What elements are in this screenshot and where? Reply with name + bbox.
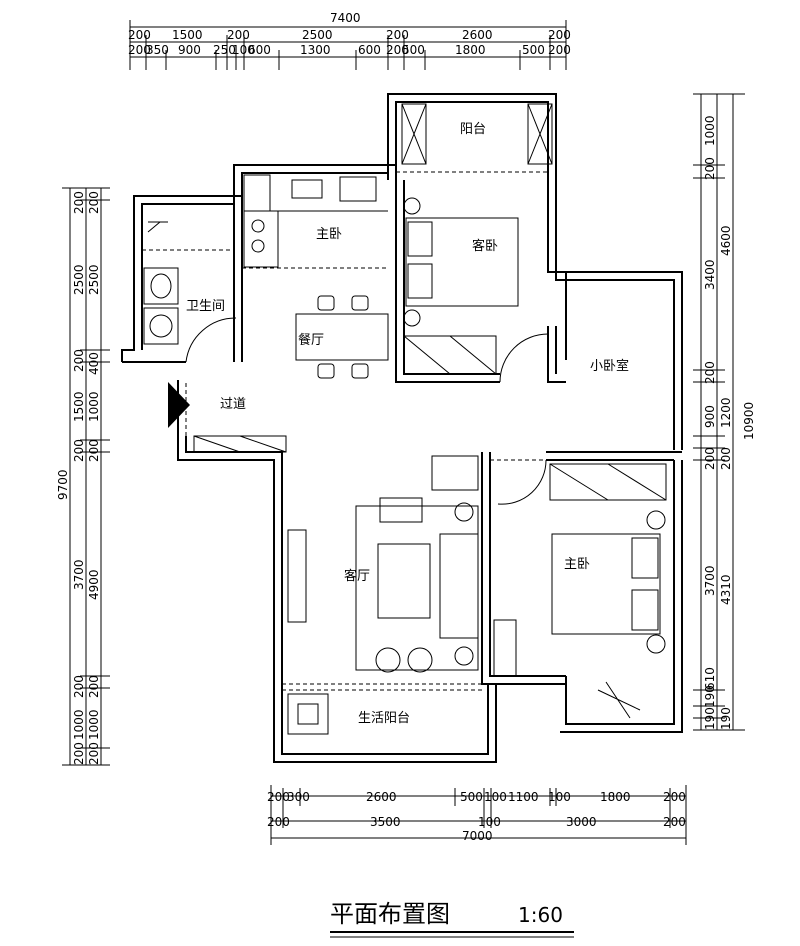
bottom-dim: 200 — [663, 790, 686, 804]
top-dim: 600 — [248, 43, 271, 57]
top-dim: 200 — [386, 28, 409, 42]
bottom-dim: 1100 — [508, 790, 539, 804]
top-dim: 200 — [548, 28, 571, 42]
left-dim: 2500 — [87, 264, 101, 295]
entrance-arrow-icon — [168, 382, 190, 428]
top-dim: 200 — [128, 43, 151, 57]
top-dim: 200 — [128, 28, 151, 42]
right-dim: 4310 — [719, 574, 733, 605]
top-dim: 200 — [386, 43, 409, 57]
top-dimensions: 7400 200 1500 200 2500 200 2600 200 200 … — [128, 11, 571, 70]
service-balcony-fixtures — [287, 693, 329, 735]
room-label-balcony: 阳台 — [460, 122, 486, 137]
right-dim: 200 — [703, 157, 717, 180]
top-dim: 250 — [213, 43, 236, 57]
master-bedroom-fixtures — [493, 463, 667, 719]
top-total-dim: 7400 — [330, 11, 361, 25]
top-dim: 1800 — [455, 43, 486, 57]
guest-bedroom-fixtures — [403, 197, 549, 383]
left-dim: 200 — [72, 439, 86, 462]
bathroom-fixtures — [143, 221, 237, 363]
bottom-total-dim: 7000 — [462, 829, 493, 843]
top-dim: 200 — [548, 43, 571, 57]
right-dim: 4600 — [719, 225, 733, 256]
left-dim: 1500 — [72, 391, 86, 422]
right-dim: 3700 — [703, 565, 717, 596]
room-label-small-bedroom: 小卧室 — [590, 358, 629, 374]
room-label-bathroom: 卫生间 — [186, 299, 225, 314]
right-dim: 1000 — [703, 115, 717, 146]
top-dim: 600 — [358, 43, 381, 57]
right-dim: 190 — [719, 707, 733, 730]
left-dim: 200 — [87, 191, 101, 214]
top-dim: 900 — [178, 43, 201, 57]
left-dim: 4900 — [87, 569, 101, 600]
right-dim: 200 — [703, 361, 717, 384]
room-label-kitchen: 主卧 — [316, 227, 342, 242]
bottom-dim: 1800 — [600, 790, 631, 804]
drawing-scale: 1:60 — [518, 903, 563, 927]
right-dim: 610 — [703, 667, 717, 690]
kitchen-fixtures — [243, 174, 388, 268]
right-dim: 190 — [703, 707, 717, 730]
left-dim: 200 — [87, 439, 101, 462]
left-dim: 200 — [87, 742, 101, 765]
left-dim: 3700 — [72, 559, 86, 590]
top-dim: 1500 — [172, 28, 203, 42]
bottom-dim: 100 — [478, 815, 501, 829]
balcony-fixtures — [401, 103, 553, 165]
bottom-dim: 200 — [267, 790, 290, 804]
left-dim: 200 — [72, 742, 86, 765]
left-dim: 400 — [87, 352, 101, 375]
top-dim: 2600 — [462, 28, 493, 42]
living-room-fixtures — [287, 455, 479, 673]
left-dim: 200 — [72, 675, 86, 698]
top-dim: 500 — [522, 43, 545, 57]
left-dim: 2500 — [72, 264, 86, 295]
right-dim: 3400 — [703, 259, 717, 290]
left-dim: 200 — [72, 349, 86, 372]
room-label-master-bedroom: 主卧 — [564, 557, 590, 572]
bottom-dim: 500 — [460, 790, 483, 804]
left-dim: 1000 — [87, 709, 101, 740]
bottom-dim: 3000 — [566, 815, 597, 829]
bottom-dim: 300 — [287, 790, 310, 804]
room-label-dining: 餐厅 — [298, 332, 324, 348]
room-label-corridor: 过道 — [220, 397, 246, 412]
right-dimensions: 10900 200 1000 3400 200 900 200 3700 190… — [693, 93, 756, 731]
left-dim: 1000 — [87, 391, 101, 422]
top-dim: 500 — [402, 43, 425, 57]
bottom-dim: 200 — [267, 815, 290, 829]
top-dim: 100 — [232, 43, 255, 57]
bottom-dimensions: 200 300 2600 500 100 1100 100 1800 200 2… — [267, 785, 687, 845]
room-label-service-balcony: 生活阳台 — [358, 711, 410, 726]
left-dim: 200 — [72, 191, 86, 214]
dining-table — [295, 295, 389, 379]
bottom-dim: 3500 — [370, 815, 401, 829]
right-dim: 1200 — [719, 397, 733, 428]
top-dim: 1300 — [300, 43, 331, 57]
left-dim: 1000 — [72, 709, 86, 740]
bottom-dim: 2600 — [366, 790, 397, 804]
room-label-guest-bedroom: 客卧 — [472, 238, 498, 254]
small-bedroom-door — [497, 459, 547, 505]
right-dim: 900 — [703, 405, 717, 428]
right-dim: 190 — [703, 685, 717, 708]
left-dim: 200 — [87, 675, 101, 698]
left-dimensions: 9700 200 2500 200 1500 200 3700 200 1000… — [56, 187, 110, 766]
top-dim: 200 — [227, 28, 250, 42]
top-dim: 2500 — [302, 28, 333, 42]
bottom-dim: 100 — [484, 790, 507, 804]
bottom-dim: 100 — [548, 790, 571, 804]
bottom-dim: 200 — [663, 815, 686, 829]
top-dim: 350 — [146, 43, 169, 57]
right-dim: 200 — [703, 447, 717, 470]
walls — [121, 93, 683, 763]
room-label-living: 客厅 — [344, 568, 370, 584]
drawing-title: 平面布置图 — [330, 900, 450, 928]
left-total-dim: 9700 — [56, 469, 70, 500]
right-dim: 200 — [719, 447, 733, 470]
right-total-dim: 10900 — [742, 402, 756, 440]
